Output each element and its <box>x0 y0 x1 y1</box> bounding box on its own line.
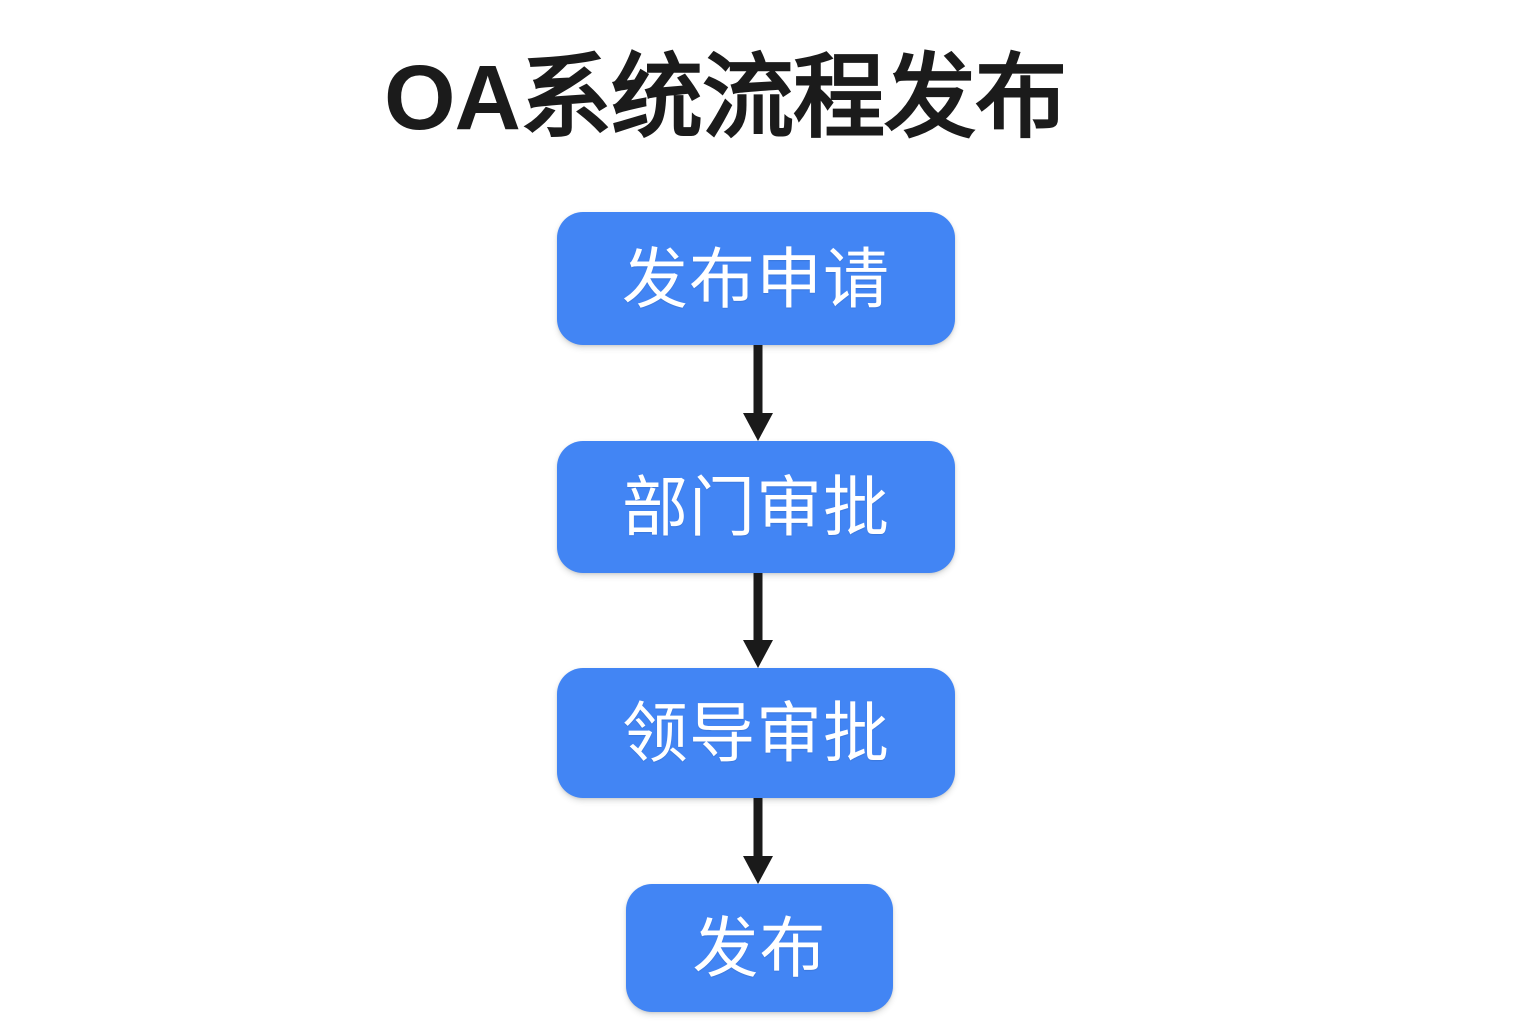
flow-node-label: 部门审批 <box>622 470 890 544</box>
flow-node-label: 发布 <box>692 911 827 985</box>
flow-node-publish-request[interactable]: 发布申请 <box>557 212 955 345</box>
page-title: OA系统流程发布 <box>383 47 1067 149</box>
flow-arrow-1 <box>735 345 781 441</box>
flow-node-label: 领导审批 <box>622 696 890 770</box>
flow-node-leader-approval[interactable]: 领导审批 <box>557 668 955 798</box>
flow-node-publish[interactable]: 发布 <box>626 884 893 1012</box>
flow-node-department-approval[interactable]: 部门审批 <box>557 441 955 573</box>
flow-arrow-2 <box>735 573 781 668</box>
flow-node-label: 发布申请 <box>622 241 890 316</box>
flow-arrow-3 <box>735 798 781 884</box>
